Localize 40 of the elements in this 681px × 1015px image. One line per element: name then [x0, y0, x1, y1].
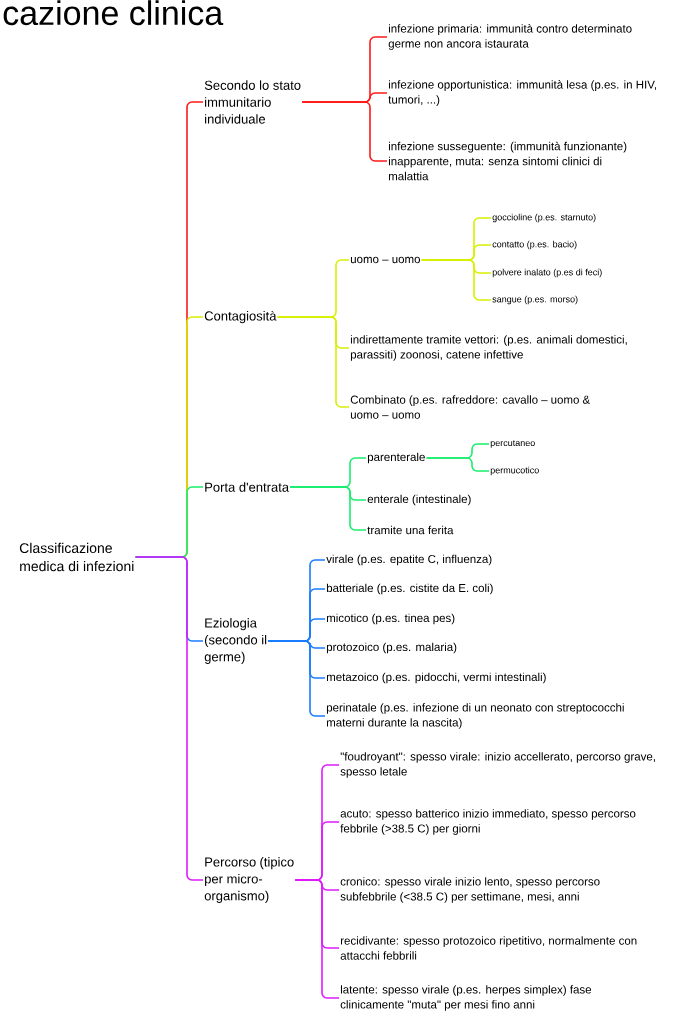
connector-line	[289, 486, 367, 531]
connector-line	[294, 879, 340, 999]
leaf-label: "foudroyant": spesso virale: inizio accellerato, percorso grave, spesso letale	[340, 752, 655, 778]
leaf-label: sangue (p.es. morso)	[492, 295, 578, 305]
leaf-label: contatto (p.es. bacio)	[492, 240, 577, 250]
leaf-label: percutaneo	[490, 440, 535, 448]
branch-label: Contagiosità	[204, 310, 277, 324]
branch-label: Secondo lo stato immunitario individuale	[204, 80, 301, 124]
leaf-label: cronico: spesso virale inizio lento, spesso percorso subfebbrile (<38.5 C) per settimane, mesi, anni	[340, 877, 600, 903]
connector-line	[425, 457, 490, 472]
central-topic: Classificazione medica di infezioni	[19, 542, 134, 572]
leaf-label: uomo – uomo	[350, 256, 420, 264]
leaf-label: infezione primaria: immunità contro determinato germe non ancora istaurata	[388, 24, 632, 50]
leaf-label: protozoico (p.es. malaria)	[326, 642, 457, 654]
leaf-label: Combinato (p.es. rafreddore: cavallo – uomo & uomo – uomo	[350, 395, 590, 419]
leaf-label: infezione opportunistica: immunità lesa (p.es. in HIV, tumori, ...)	[388, 80, 657, 106]
leaf-label: polvere inalato (p.es di feci)	[492, 268, 602, 278]
leaf-label: tramite una ferita	[367, 525, 454, 535]
leaf-label: metazoico (p.es. pidocchi, vermi intestinali)	[326, 672, 546, 684]
leaf-label: virale (p.es. epatite C, influenza)	[326, 554, 492, 566]
connector-line	[301, 101, 388, 162]
connector-line	[420, 259, 492, 301]
branch-label: Eziologia (secondo il germe)	[204, 618, 267, 664]
leaf-label: permucotico	[490, 466, 539, 476]
leaf-label: indirettamente tramite vettori: (p.es. animali domestici, parassiti) zoonosi, catene infettive	[350, 335, 627, 361]
leaf-label: latente: spesso virale (p.es. herpes simplex) fase clinicamente "muta" per mesi fino anni	[340, 985, 592, 1011]
branch-label: Porta d'entrata	[205, 482, 290, 492]
leaf-label: goccioline (p.es. starnuto)	[492, 213, 596, 223]
connector-line	[134, 556, 204, 881]
leaf-label: parenterale	[367, 452, 425, 464]
leaf-label: micotico (p.es. tinea pes)	[326, 613, 455, 625]
title: cazione clinica	[3, 0, 224, 26]
leaf-label: acuto: spesso batterico inizio immediato, spesso percorso febbrile (>38.5 C) per giorni	[340, 809, 636, 835]
leaf-label: batteriale (p.es. cistite da E. coli)	[326, 583, 493, 595]
leaf-label: enterale (intestinale)	[367, 494, 471, 506]
leaf-label: recidivante: spesso protozoico ripetitivo, normalmente con attacchi febbrili	[340, 936, 637, 960]
leaf-label: infezione susseguente: (immunità funzionante) inapparente, muta: senza sintomi clinici di malattia	[388, 141, 627, 181]
leaf-label: perinatale (p.es. infezione di un neonato con streptococchi materni durante la nascita)	[326, 703, 624, 729]
connector-line	[267, 640, 326, 717]
branch-label: Percorso (tipico per micro-organismo)	[204, 857, 294, 903]
